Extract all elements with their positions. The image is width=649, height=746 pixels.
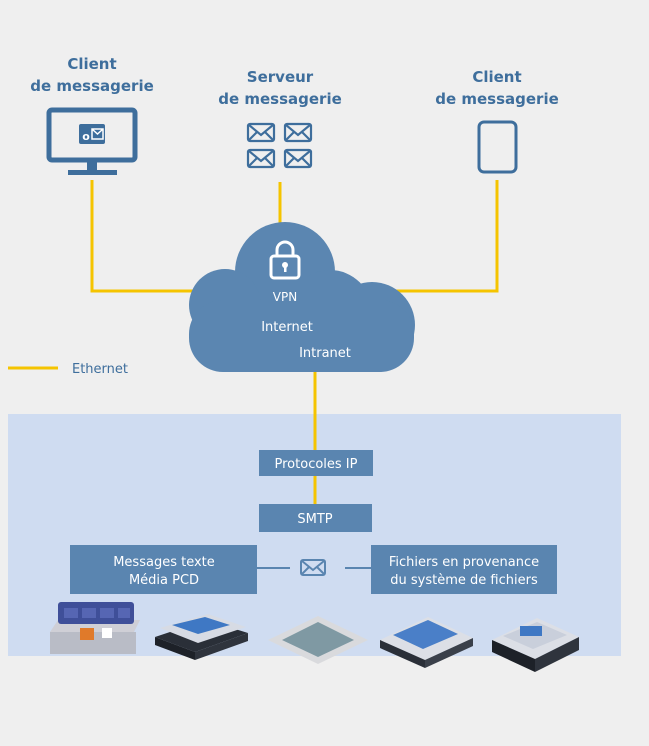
- server-title-line2: de messagerie: [218, 90, 342, 108]
- lock-icon: [269, 240, 301, 280]
- right-client-title-line2: de messagerie: [435, 90, 559, 108]
- plc-device-icon: [155, 614, 248, 660]
- file-system-box: [371, 545, 557, 594]
- intranet-label: Intranet: [299, 346, 351, 361]
- tablet-icon: [477, 120, 518, 174]
- ethernet-line-right-client: [385, 180, 499, 293]
- plc-device-icon: [380, 617, 473, 668]
- envelope-icon: [246, 148, 276, 169]
- text-messages-line2: Média PCD: [129, 573, 199, 588]
- plc-device-icon: [492, 618, 579, 672]
- envelope-icon: [283, 122, 313, 143]
- protocols-box: [259, 450, 373, 476]
- text-messages-box: [70, 545, 257, 594]
- smtp-box: [259, 504, 372, 532]
- right-client-title-line1: Client: [472, 68, 521, 86]
- envelope-icon: [246, 122, 276, 143]
- internet-label: Internet: [261, 320, 313, 335]
- svg-text:o: o: [82, 130, 90, 143]
- left-client-title-line1: Client: [67, 55, 116, 73]
- server-title-line1: Serveur: [247, 68, 314, 86]
- ethernet-lines: [8, 180, 499, 504]
- outlook-icon: o: [79, 124, 105, 144]
- protocols-label: Protocoles IP: [275, 457, 358, 472]
- envelope-icon: [300, 559, 326, 576]
- touch-panel-icon: [268, 616, 368, 664]
- file-system-line1: Fichiers en provenance: [389, 555, 539, 570]
- ethernet-line-left-client: [90, 180, 205, 293]
- left-client-title-line2: de messagerie: [30, 77, 154, 95]
- plc-device-icon: [50, 602, 140, 654]
- file-system-line2: du système de fichiers: [390, 573, 538, 588]
- vpn-label: VPN: [273, 290, 297, 304]
- ethernet-legend-label: Ethernet: [72, 362, 128, 377]
- smtp-label: SMTP: [297, 512, 332, 527]
- server-envelopes-icon: [246, 122, 313, 169]
- monitor-icon: [46, 107, 138, 175]
- envelope-icon: [283, 148, 313, 169]
- text-messages-line1: Messages texte: [113, 555, 215, 570]
